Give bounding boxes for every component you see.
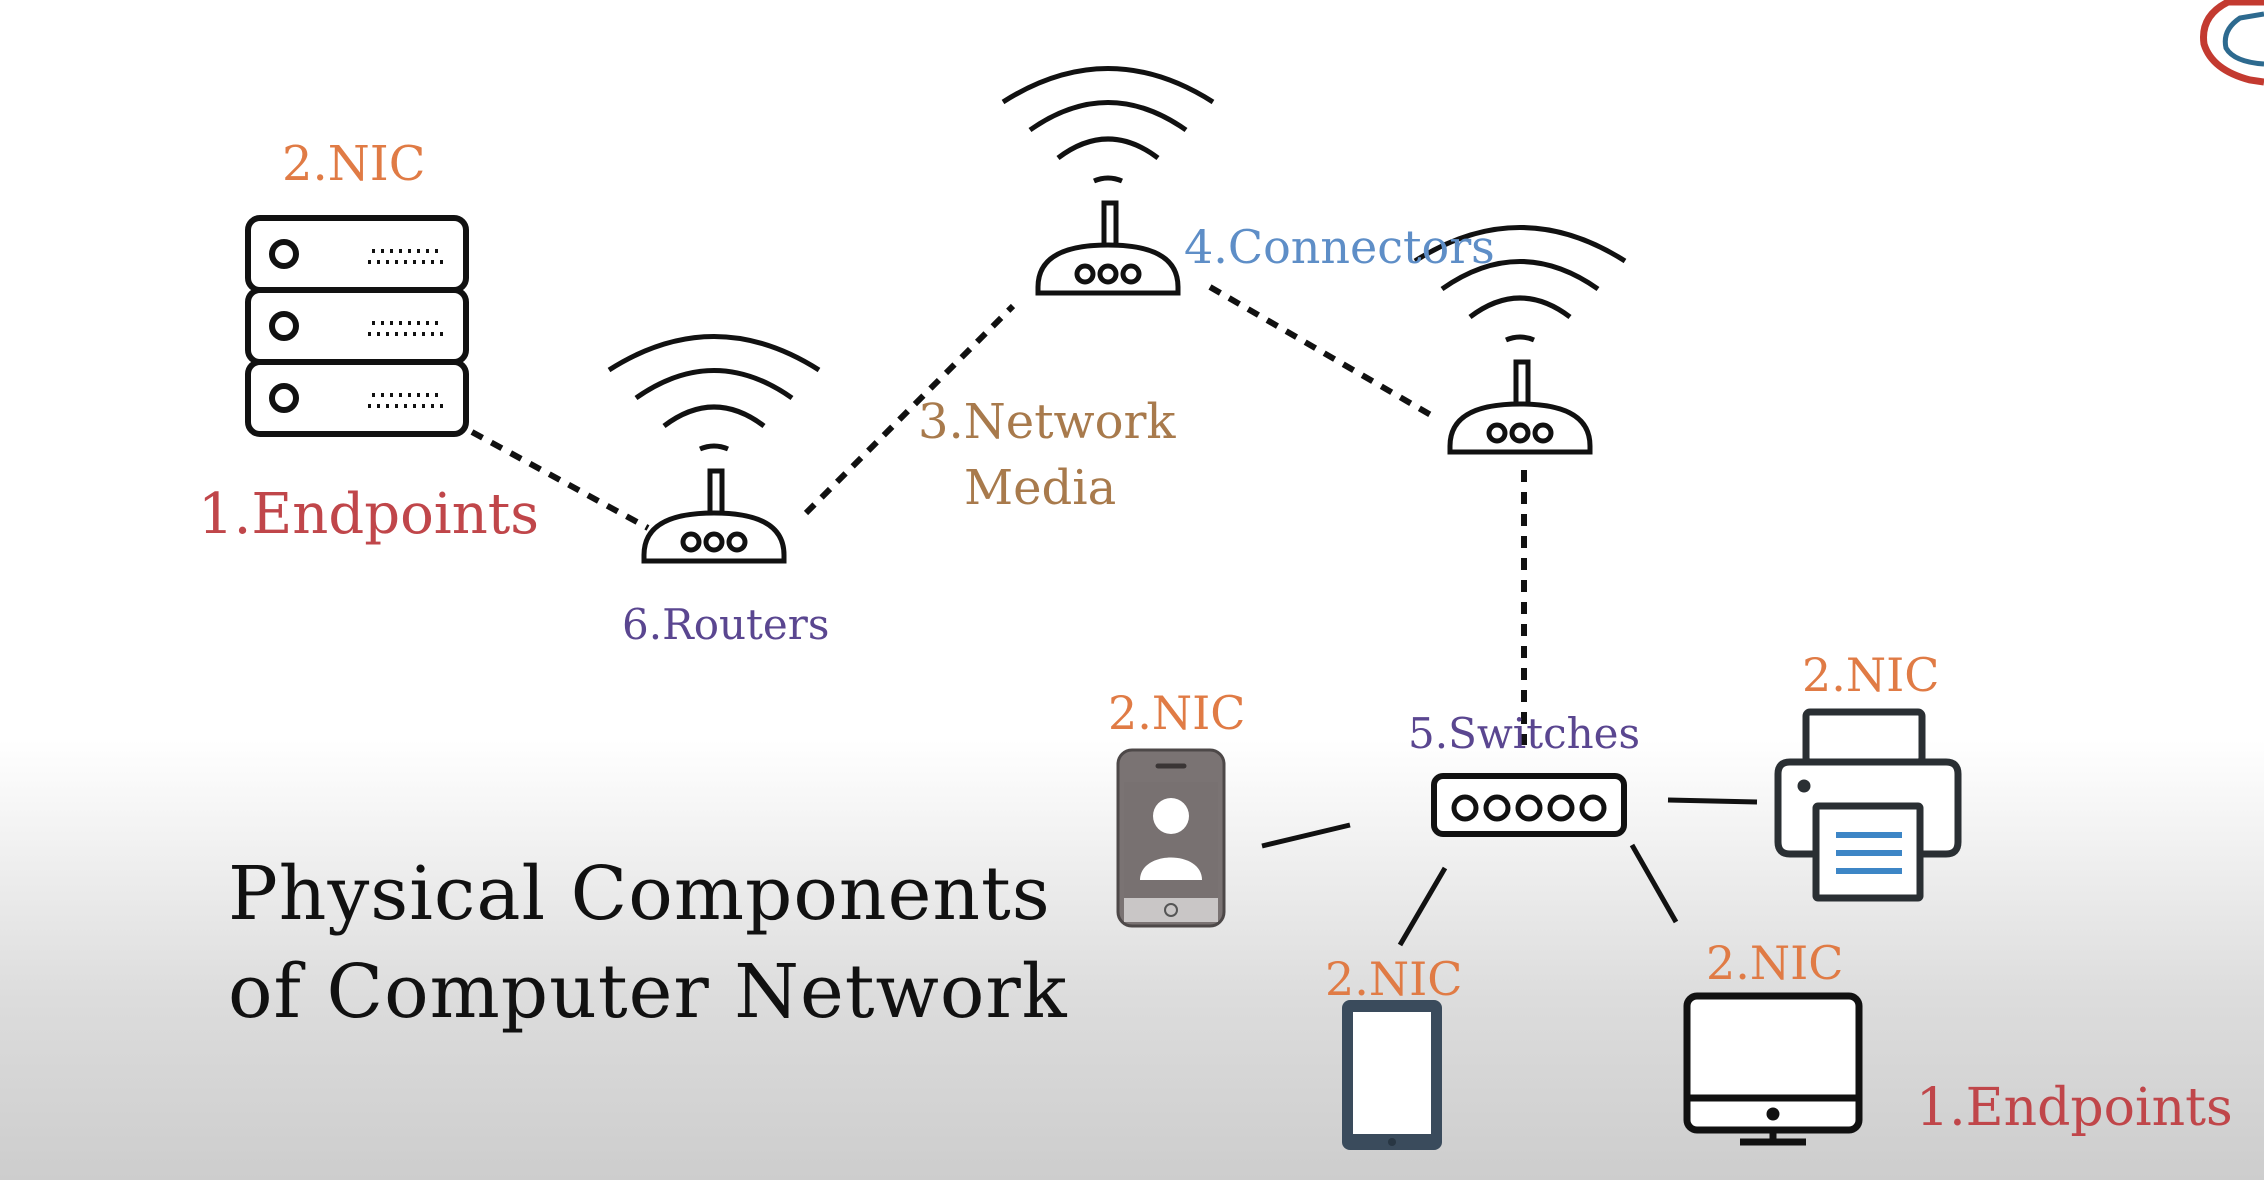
tablet-icon (1342, 1000, 1442, 1150)
desktop-monitor-icon (1683, 992, 1863, 1146)
network-media-label-line2: Media (964, 460, 1117, 516)
printer-icon (1774, 708, 1962, 902)
link-ap1-ap2 (1208, 284, 1438, 421)
link-switch-monitor (1629, 843, 1679, 924)
link-server-router (470, 429, 650, 531)
link-switch-phone (1261, 822, 1351, 849)
wifi-access-point-icon (1003, 69, 1213, 294)
switches-label: 5.Switches (1408, 709, 1641, 758)
network-media-label-line1: 3.Network (918, 394, 1176, 450)
channel-logo-icon (2200, 0, 2264, 86)
title-line-2: of Computer Network (228, 948, 1068, 1035)
link-router-ap1 (803, 303, 1016, 516)
nic-label-phone: 2.NIC (1108, 686, 1246, 740)
smartphone-icon (1116, 748, 1226, 928)
server-icon (245, 215, 469, 437)
network-switch-icon (1431, 773, 1627, 837)
connectors-label: 4.Connectors (1184, 220, 1495, 274)
endpoints-label-bottom: 1.Endpoints (1916, 1078, 2233, 1138)
nic-label-server: 2.NIC (282, 136, 426, 192)
title-line-1: Physical Components (228, 851, 1051, 937)
nic-label-printer: 2.NIC (1802, 648, 1940, 702)
link-switch-printer (1667, 797, 1758, 805)
routers-label: 6.Routers (622, 600, 830, 649)
endpoints-label-top: 1.Endpoints (198, 482, 540, 547)
link-switch-tablet (1397, 866, 1448, 947)
nic-label-monitor: 2.NIC (1706, 936, 1844, 990)
wifi-router-icon (609, 337, 819, 562)
diagram-title: Physical Components of Computer Network (228, 846, 1068, 1041)
nic-label-tablet: 2.NIC (1325, 952, 1463, 1006)
